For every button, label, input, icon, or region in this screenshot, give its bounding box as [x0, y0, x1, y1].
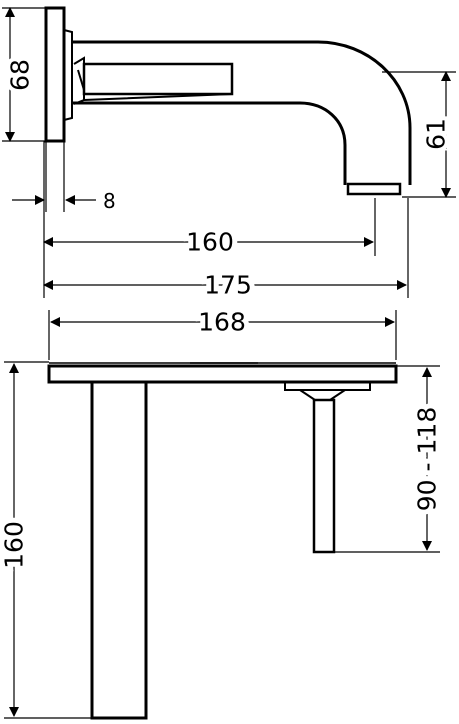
dimension-installation-range: 90 - 118 [334, 365, 447, 553]
dimension-label-rosette-height: 68 [6, 59, 35, 91]
dimension-spout-drop: 61 [382, 71, 456, 198]
dimension-label-spout-reach-center: 160 [186, 228, 234, 257]
cartridge-stem [312, 398, 336, 554]
dimension-label-plate-width: 168 [198, 308, 246, 337]
dimension-label-rosette-depth: 8 [103, 189, 116, 213]
dimension-spout-reach-center: 160 [43, 198, 376, 262]
top-view: 68 61 8 160 175 [2, 6, 456, 305]
lever-neck [73, 56, 233, 105]
dimension-body-height: 160 [0, 361, 92, 719]
rosette-collar [63, 29, 73, 121]
dimension-plate-width: 168 [48, 303, 397, 360]
main-body [90, 380, 148, 720]
aerator [346, 182, 402, 196]
cartridge-cone [299, 389, 346, 401]
cartridge-flange [284, 382, 371, 391]
dimension-label-spout-reach-total: 175 [204, 271, 252, 300]
spout-outline [72, 40, 412, 185]
lever-handle [82, 62, 234, 96]
dimension-spout-reach-total: 175 [43, 141, 409, 305]
bottom-view: 168 160 90 - 118 [0, 303, 447, 720]
cover-plate [47, 364, 398, 384]
dimension-label-spout-drop: 61 [422, 118, 451, 150]
wall-rosette [44, 6, 66, 143]
dimension-label-installation-range: 90 - 118 [413, 407, 442, 511]
dimension-rosette-height: 68 [2, 6, 46, 142]
dimension-rosette-depth: 8 [12, 141, 116, 213]
dimension-label-body-height: 160 [0, 521, 29, 569]
